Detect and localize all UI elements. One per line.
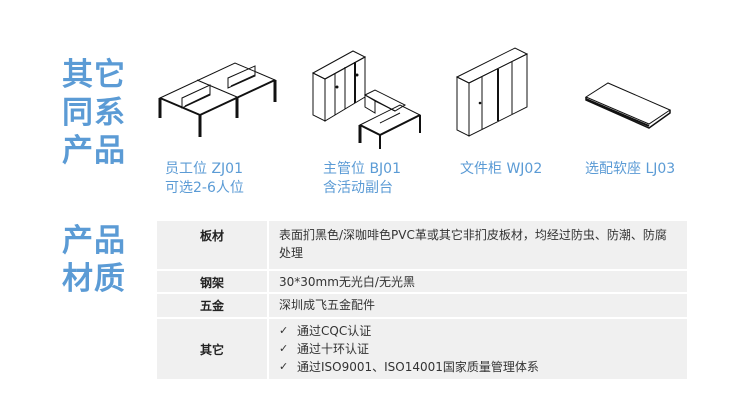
spec-key: 钢架 [157,271,269,292]
spec-key: 其它 [157,319,269,379]
product-name: 员工位 ZJ01 [165,161,243,177]
certification-item: ✓ 通过十环认证 [279,340,677,358]
spec-value: 30*30mm无光白/无光黑 [279,275,415,289]
product-label-zj01: 员工位 ZJ01 可选2-6人位 [165,160,244,198]
product-name: 文件柜 WJ02 [460,161,543,177]
product-label-bj01: 主管位 BJ01 含活动副台 [323,160,401,198]
heading-line: 同系 [62,95,126,131]
check-icon: ✓ [279,360,289,373]
spec-value: 表面扪黑色/深咖啡色PVC革或其它非扪皮板材，均经过防虫、防潮、防腐处理 [279,228,667,260]
product-card-bj01[interactable] [305,45,430,150]
product-subtitle: 可选2-6人位 [165,180,244,196]
heading-line: 材质 [62,261,126,297]
manager-desk-icon [311,50,422,149]
product-label-wj02: 文件柜 WJ02 [460,160,542,179]
product-card-zj01[interactable] [155,50,295,150]
product-name: 选配软座 LJ03 [585,161,676,177]
table-row: 其它 ✓ 通过CQC认证 ✓ 通过十环认证 ✓ 通过ISO9001、ISO140… [157,319,687,379]
certification-text: 通过ISO9001、ISO14001国家质量管理体系 [297,360,539,374]
product-subtitle: 含活动副台 [323,180,393,196]
check-icon: ✓ [279,342,289,355]
table-row: 钢架 30*30mm无光白/无光黑 [157,271,687,292]
spec-key: 五金 [157,294,269,317]
workstation-desk-icon [158,62,277,137]
material-spec-table: 板材 表面扪黑色/深咖啡色PVC革或其它非扪皮板材，均经过防虫、防潮、防腐处理 … [157,221,687,379]
soft-cushion-icon [584,82,672,129]
table-row: 五金 深圳成飞五金配件 [157,294,687,317]
spec-key: 板材 [157,221,269,269]
certification-item: ✓ 通过ISO9001、ISO14001国家质量管理体系 [279,358,677,376]
section-heading-other-products: 其它 同系 产品 [62,56,142,170]
check-icon: ✓ [279,324,289,337]
certification-text: 通过CQC认证 [297,324,372,338]
file-cabinet-icon [455,47,529,137]
product-card-lj03[interactable] [583,80,678,135]
product-label-lj03: 选配软座 LJ03 [585,160,675,179]
product-name: 主管位 BJ01 [323,161,401,177]
heading-line: 其它 [62,57,126,93]
certification-item: ✓ 通过CQC认证 [279,322,677,340]
certification-text: 通过十环认证 [297,342,370,356]
section-heading-material: 产品 材质 [62,222,142,298]
product-card-wj02[interactable] [452,45,532,140]
spec-value: 深圳成飞五金配件 [279,298,376,312]
table-row: 板材 表面扪黑色/深咖啡色PVC革或其它非扪皮板材，均经过防虫、防潮、防腐处理 [157,221,687,269]
heading-line: 产品 [62,133,126,169]
heading-line: 产品 [62,223,126,259]
spec-value-list: ✓ 通过CQC认证 ✓ 通过十环认证 ✓ 通过ISO9001、ISO14001国… [269,319,687,379]
